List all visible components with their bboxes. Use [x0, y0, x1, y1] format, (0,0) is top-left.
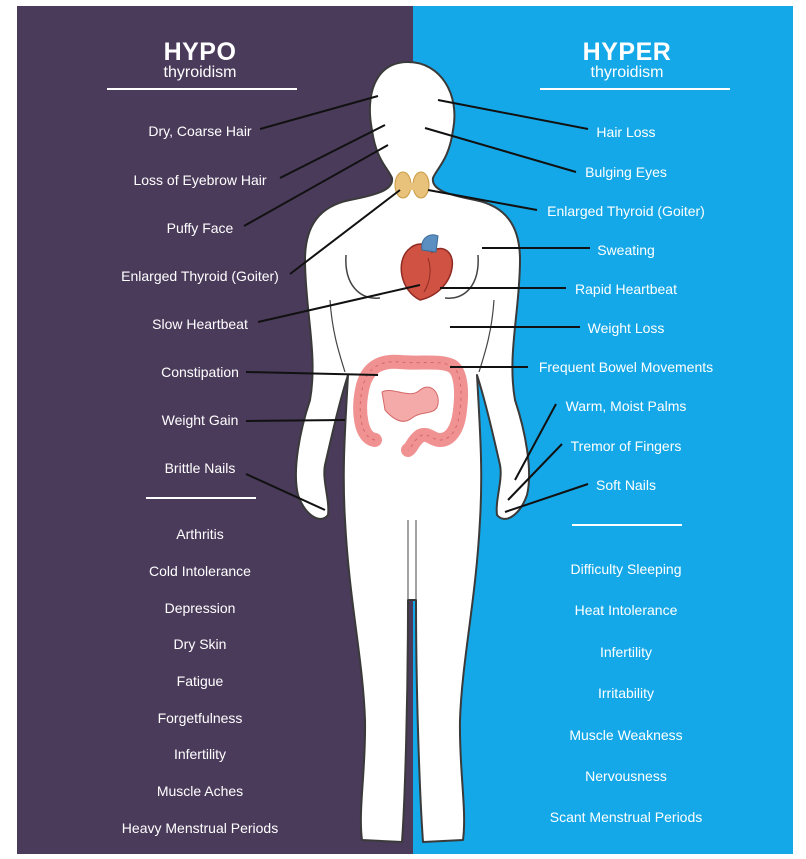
hyper-other-symptom: Infertility — [526, 643, 726, 661]
hyper-symptom-label: Hair Loss — [526, 123, 726, 141]
hypo-title-divider — [107, 88, 297, 90]
hyper-symptom-label: Warm, Moist Palms — [526, 397, 726, 415]
hypo-other-symptom: Cold Intolerance — [100, 562, 300, 580]
hyper-symptom-label: Soft Nails — [526, 476, 726, 494]
hypo-other-symptom: Infertility — [100, 745, 300, 763]
hyper-other-symptom: Heat Intolerance — [526, 601, 726, 619]
hypo-list-divider — [146, 497, 256, 499]
hypo-other-symptom: Forgetfulness — [100, 709, 300, 727]
hypo-other-symptom: Muscle Aches — [100, 782, 300, 800]
hyper-other-symptom: Irritability — [526, 684, 726, 702]
hyper-title: HYPER — [527, 38, 727, 67]
hyper-other-symptom: Nervousness — [526, 767, 726, 785]
hypo-symptom-label: Constipation — [100, 363, 300, 381]
hyper-symptom-label: Weight Loss — [526, 319, 726, 337]
hyper-symptom-label: Tremor of Fingers — [526, 437, 726, 455]
hypo-symptom-label: Dry, Coarse Hair — [100, 122, 300, 140]
hypo-subtitle: thyroidism — [100, 64, 300, 82]
hypo-title: HYPO — [100, 38, 300, 67]
hyper-symptom-label: Rapid Heartbeat — [526, 280, 726, 298]
hyper-other-symptom: Difficulty Sleeping — [526, 560, 726, 578]
hyper-other-symptom: Muscle Weakness — [526, 726, 726, 744]
hypo-symptom-label: Enlarged Thyroid (Goiter) — [100, 267, 300, 285]
hyper-title-divider — [540, 88, 730, 90]
hypo-symptom-label: Weight Gain — [100, 411, 300, 429]
hyper-symptom-label: Bulging Eyes — [526, 163, 726, 181]
hyper-symptom-label: Sweating — [526, 241, 726, 259]
hypo-symptom-label: Brittle Nails — [100, 459, 300, 477]
hyper-other-symptom: Scant Menstrual Periods — [526, 808, 726, 826]
hypo-other-symptom: Depression — [100, 599, 300, 617]
hypo-other-symptom: Heavy Menstrual Periods — [100, 819, 300, 837]
hypo-other-symptom: Dry Skin — [100, 635, 300, 653]
hypo-other-symptom: Fatigue — [100, 672, 300, 690]
hyper-symptom-label: Enlarged Thyroid (Goiter) — [526, 202, 726, 220]
hypo-symptom-label: Loss of Eyebrow Hair — [100, 171, 300, 189]
hypo-other-symptom: Arthritis — [100, 525, 300, 543]
hyper-subtitle: thyroidism — [527, 64, 727, 82]
hyper-symptom-label: Frequent Bowel Movements — [526, 358, 726, 376]
hyper-list-divider — [572, 524, 682, 526]
hypo-symptom-label: Puffy Face — [100, 219, 300, 237]
hypo-symptom-label: Slow Heartbeat — [100, 315, 300, 333]
